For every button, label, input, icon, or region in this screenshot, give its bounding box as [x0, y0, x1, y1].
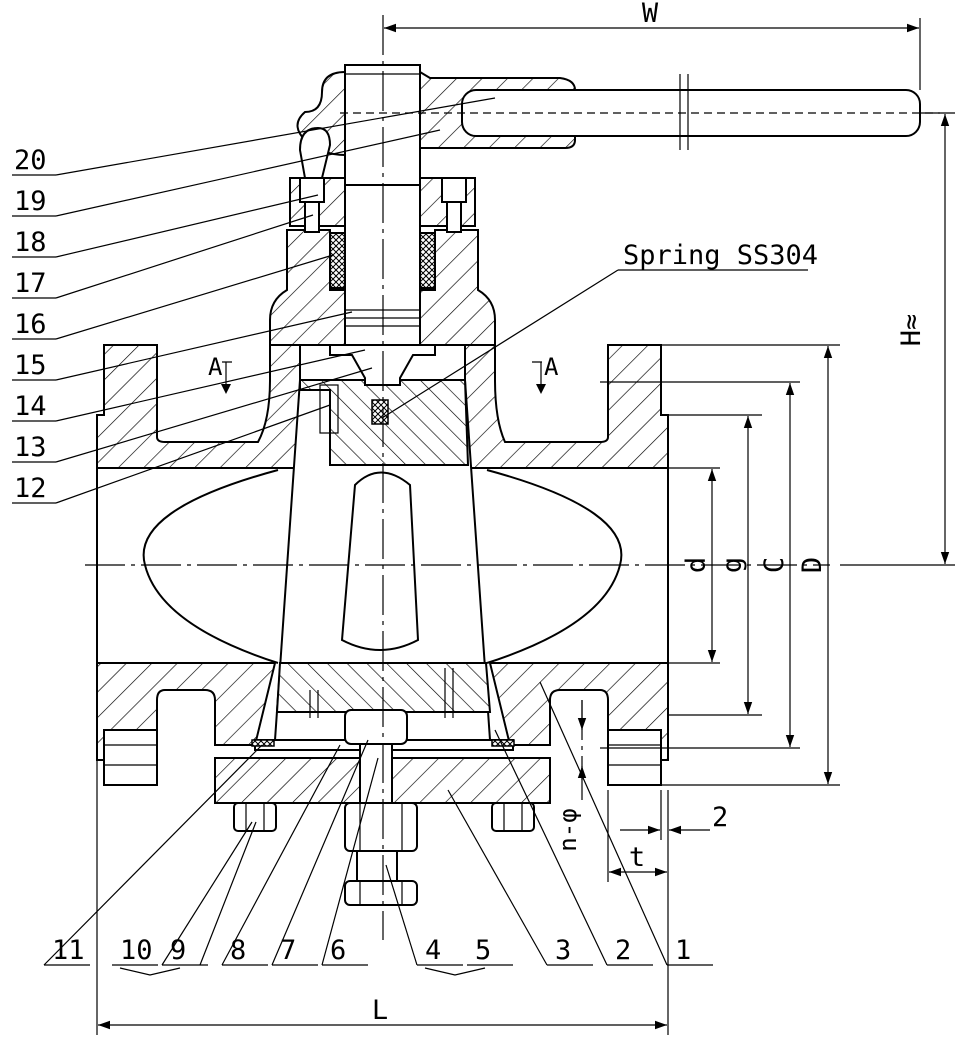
callout-4: 4: [425, 935, 441, 966]
callout-leader: [221, 744, 341, 966]
callout-17: 17: [14, 268, 47, 299]
valve-body: [96, 229, 669, 786]
callout-11: 11: [52, 935, 85, 966]
callout-leader: [55, 214, 314, 299]
callout-leader: [494, 729, 608, 966]
callout-leader: [55, 404, 331, 504]
bottom-callouts: 11 10 9 8 7 6 4 5 3 2 1: [43, 681, 713, 976]
callout-leader: [55, 311, 353, 381]
callout-16: 16: [14, 309, 47, 340]
callout-7: 7: [280, 935, 296, 966]
callout-3: 3: [555, 935, 571, 966]
callout-leader: [43, 744, 263, 966]
left-callouts: 20 19 18 17 16 15 14 13 12: [12, 97, 496, 504]
section-marks: A A: [208, 353, 559, 394]
dim-w-label: W: [642, 0, 659, 29]
callout-9: 9: [170, 935, 186, 966]
callout-leader: [55, 349, 366, 422]
callout-1: 1: [675, 935, 691, 966]
dim-n-phi-label: n-φ: [554, 808, 582, 851]
dim-d-label: d: [681, 557, 712, 573]
callout-brace: [119, 967, 181, 976]
dimensions: W H≈ d g C D n-φ 2: [96, 0, 955, 1035]
dim-t-label: t: [629, 842, 645, 873]
callout-15: 15: [14, 350, 47, 381]
tapered-plug: [142, 379, 623, 741]
handle: [296, 64, 921, 186]
callout-13: 13: [14, 432, 47, 463]
callout-leader: [385, 864, 418, 966]
callout-leader: [55, 97, 496, 176]
spring: [371, 399, 389, 425]
callout-leader: [321, 757, 379, 966]
callout-leader: [447, 789, 548, 966]
spring-label: Spring SS304: [623, 240, 818, 271]
dim-c-label: C: [759, 557, 790, 573]
callout-18: 18: [14, 227, 47, 258]
section-mark-left: A: [208, 353, 223, 381]
callout-leader: [199, 821, 257, 966]
callout-14: 14: [14, 391, 47, 422]
dim-two-label: 2: [712, 802, 728, 833]
callout-leader: [55, 367, 373, 463]
callout-5: 5: [475, 935, 491, 966]
callout-leader: [55, 254, 334, 340]
callout-leader: [539, 681, 668, 966]
dim-l-label: L: [372, 995, 388, 1026]
callout-10: 10: [120, 935, 153, 966]
callout-12: 12: [14, 473, 47, 504]
callout-brace: [424, 967, 486, 976]
spring-callout: Spring SS304: [381, 240, 818, 419]
section-mark-right: A: [544, 353, 559, 381]
callout-19: 19: [14, 186, 47, 217]
callout-2: 2: [615, 935, 631, 966]
callout-leader: [55, 194, 319, 258]
callout-leader: [271, 739, 369, 966]
callout-leader: [161, 821, 253, 966]
callout-8: 8: [230, 935, 246, 966]
dim-D-label: D: [797, 557, 828, 573]
dim-h-label: H≈: [896, 314, 927, 347]
callout-leader: [55, 129, 441, 217]
dim-g-label: g: [717, 557, 748, 573]
callout-6: 6: [330, 935, 346, 966]
callout-20: 20: [14, 145, 47, 176]
